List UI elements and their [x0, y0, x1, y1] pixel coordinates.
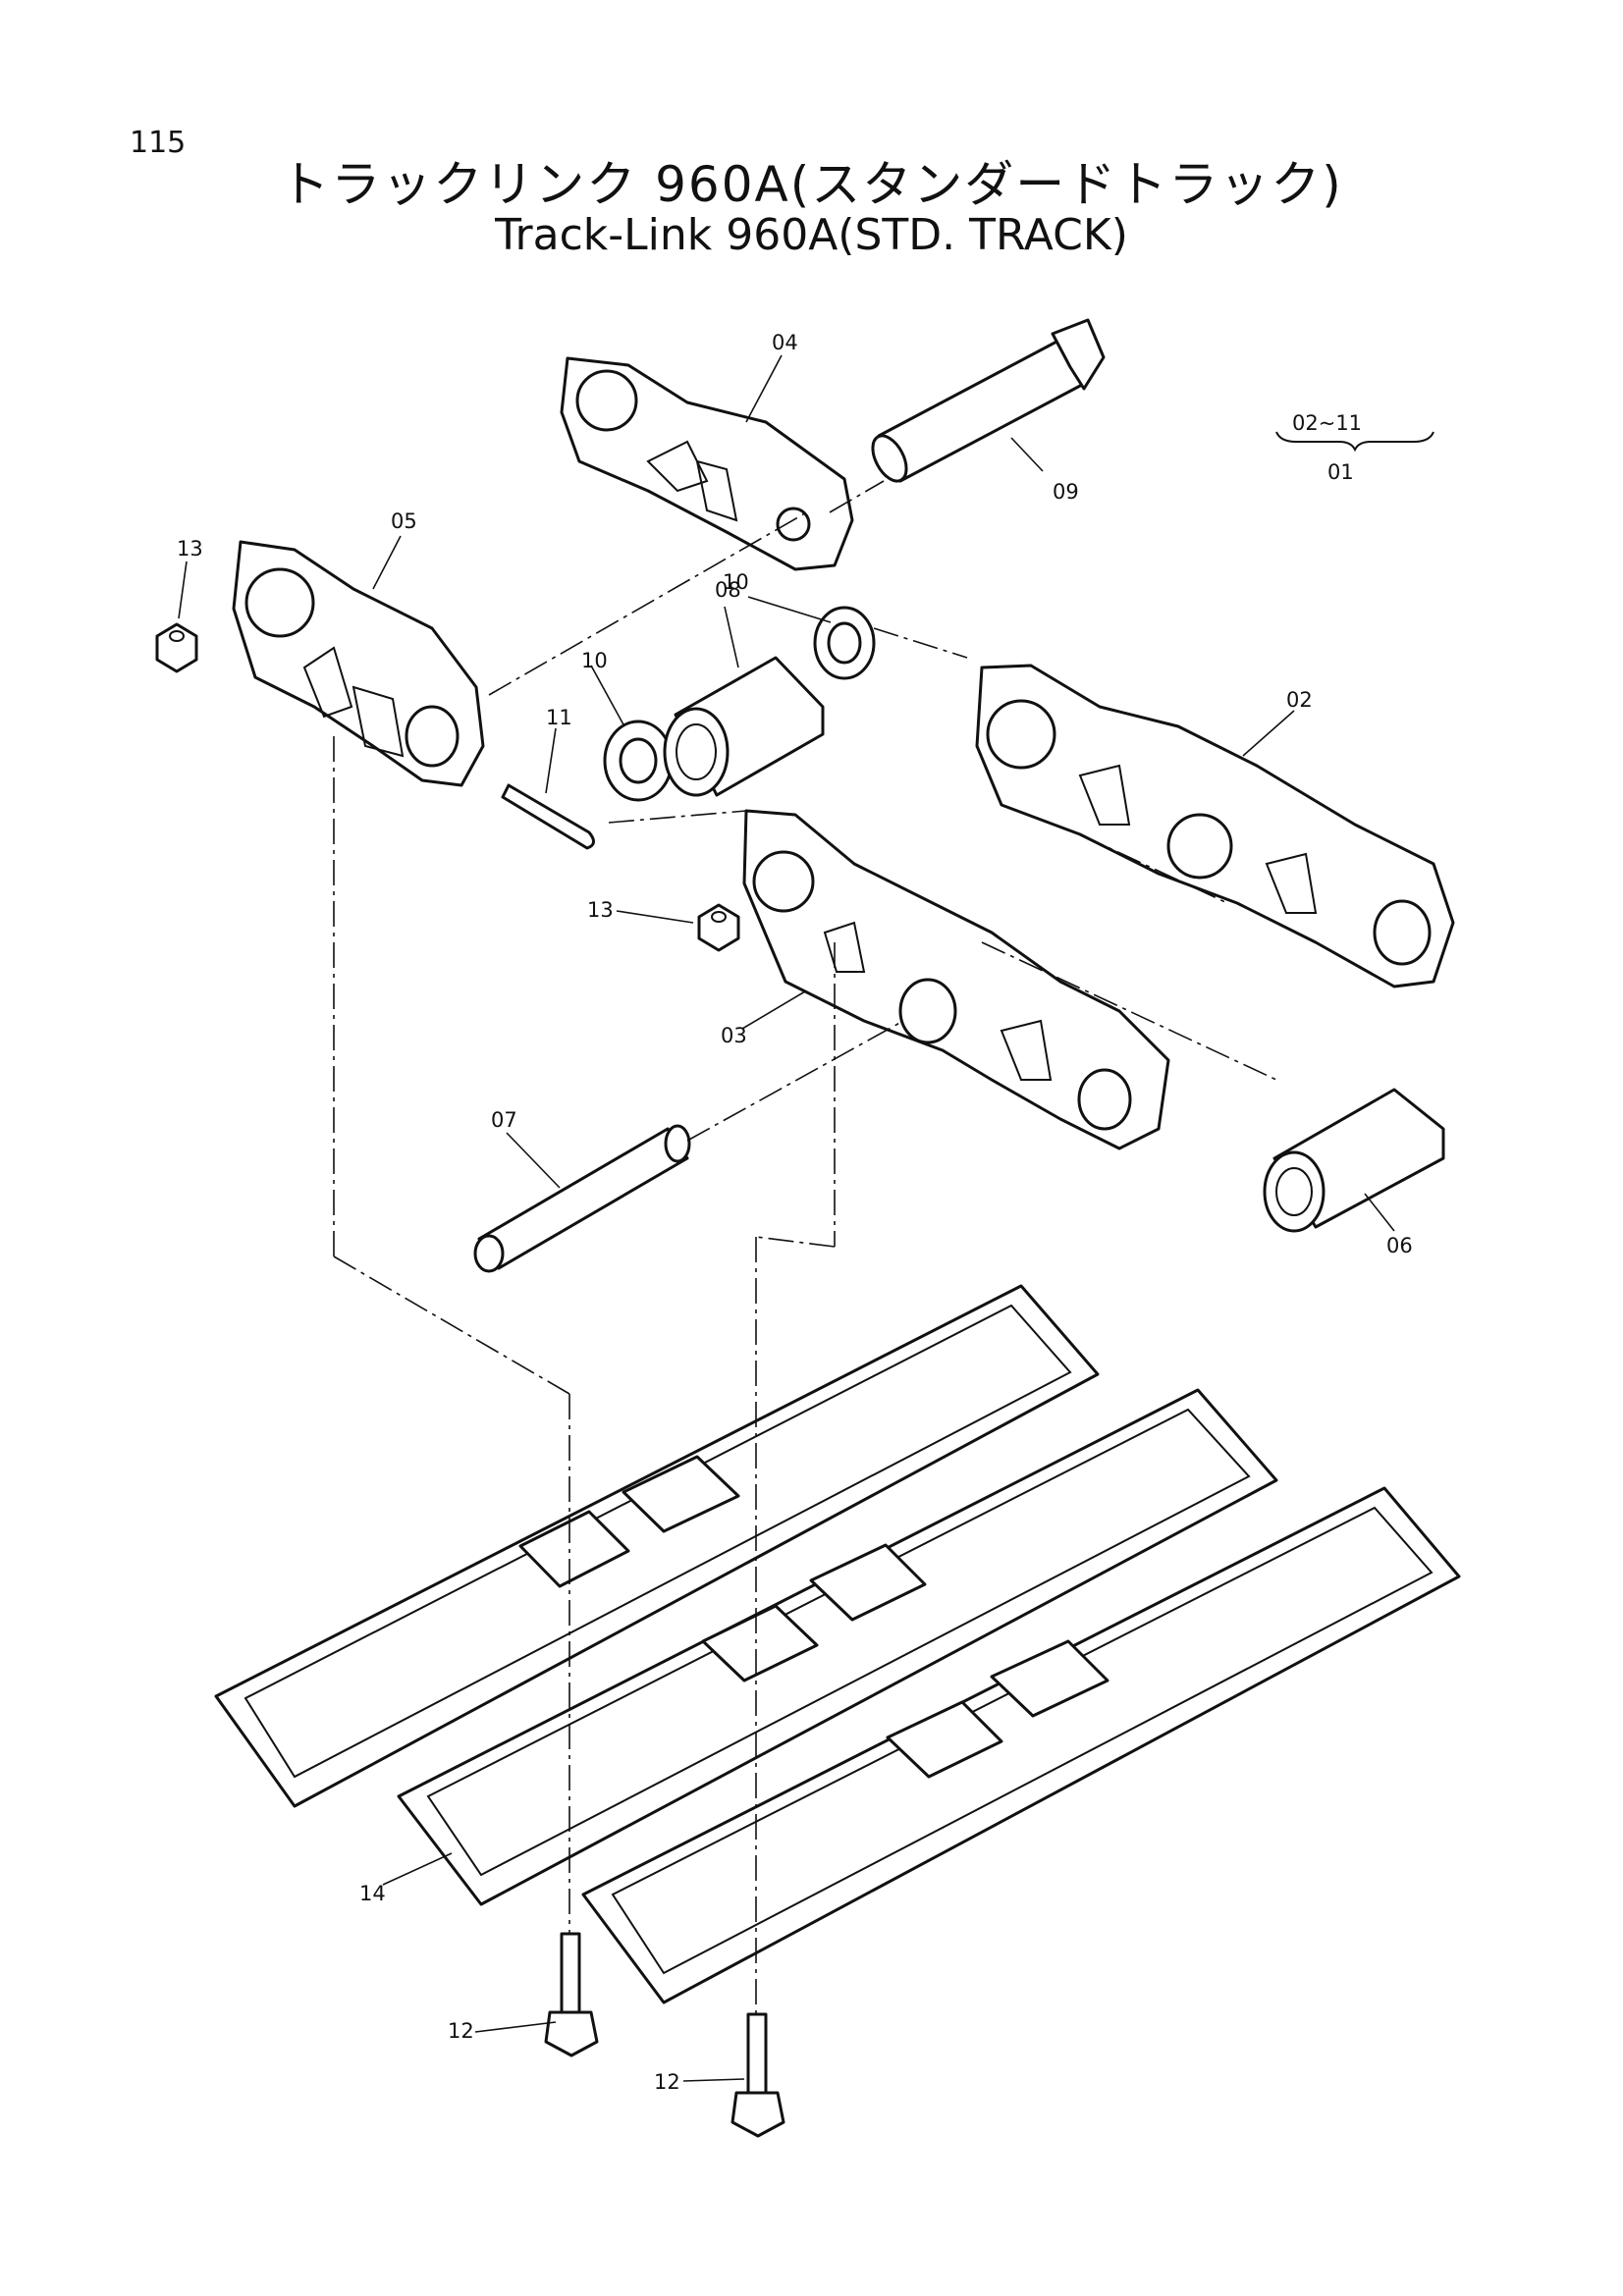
- part-04-link: [560, 356, 854, 571]
- part-13-nut-lower: [697, 903, 740, 952]
- callout-06: 06: [1386, 1234, 1413, 1257]
- part-05-link: [232, 540, 485, 787]
- part-11-pin: [501, 783, 595, 850]
- callout-08: 08: [715, 578, 741, 602]
- part-12-bolt-left: [544, 1932, 599, 2057]
- title-english: Track-Link 960A(STD. TRACK): [495, 210, 1128, 260]
- assembly-brace: [1275, 431, 1434, 453]
- callout-09: 09: [1053, 480, 1079, 504]
- assembly-note-bottom: 01: [1327, 460, 1354, 484]
- leader-lines: [178, 354, 1395, 2082]
- part-08-bushing: [663, 656, 825, 797]
- part-13-nut-upper: [155, 622, 198, 673]
- assembly-note: 02~11 01: [1275, 411, 1434, 484]
- part-09-pin: [871, 318, 1106, 483]
- callout-10-left: 10: [581, 649, 608, 672]
- callout-13-lower: 13: [587, 898, 614, 922]
- callout-14: 14: [359, 1882, 386, 1905]
- part-14-shoe-front: [581, 1486, 1461, 2004]
- callout-11: 11: [546, 706, 572, 729]
- callout-labels: 04 09 05 13 08 10 10 11 02 13 03 07 06 1…: [177, 331, 1413, 2094]
- callout-02: 02: [1286, 688, 1313, 712]
- part-10-seal-left: [603, 720, 674, 802]
- callout-04: 04: [772, 331, 798, 354]
- part-03-link: [742, 809, 1170, 1150]
- part-06-bushing: [1263, 1088, 1445, 1233]
- callout-05: 05: [391, 509, 417, 533]
- callout-03: 03: [721, 1024, 747, 1047]
- part-02-link: [975, 664, 1455, 988]
- callout-13-upper: 13: [177, 537, 203, 561]
- part-10-seal-right: [813, 606, 876, 680]
- part-14-shoe-middle: [397, 1388, 1278, 1906]
- callout-12-left: 12: [448, 2019, 474, 2043]
- callout-07: 07: [491, 1108, 517, 1132]
- callout-12-right: 12: [654, 2070, 680, 2094]
- part-07-pin: [473, 1124, 691, 1273]
- title-japanese: トラックリンク 960A(スタンダードトラック): [280, 156, 1343, 213]
- assembly-note-top: 02~11: [1292, 411, 1362, 435]
- callout-10-right: 10: [723, 570, 749, 594]
- page-number: 115: [130, 126, 187, 160]
- part-12-bolt-right: [730, 2012, 785, 2138]
- assembly-centerlines: [333, 480, 1277, 2014]
